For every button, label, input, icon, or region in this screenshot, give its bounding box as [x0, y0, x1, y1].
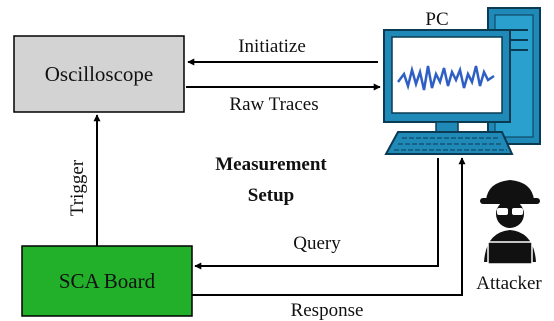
raw-traces-label: Raw Traces [229, 94, 318, 115]
center-title: Measurement Setup [215, 154, 327, 206]
attacker-label: Attacker [476, 273, 542, 294]
pc-label: PC [425, 9, 448, 30]
oscilloscope-label: Oscilloscope [45, 62, 153, 86]
pc-icon: PC [383, 7, 541, 155]
center-title-line2: Setup [248, 185, 294, 206]
response-edge: Response [192, 157, 466, 321]
query-label: Query [293, 233, 341, 254]
attacker-icon: Attacker [476, 180, 542, 294]
initialize-edge: Initiatize [187, 36, 378, 66]
sca-board-node: SCA Board [21, 245, 193, 317]
sca-board-label: SCA Board [59, 269, 156, 293]
trigger-label: Trigger [67, 159, 88, 216]
query-edge: Query [194, 158, 439, 270]
response-label: Response [291, 300, 364, 321]
trigger-edge: Trigger [67, 114, 101, 246]
center-title-line1: Measurement [215, 154, 327, 175]
initialize-label: Initiatize [238, 36, 306, 57]
raw-traces-edge: Raw Traces [186, 83, 381, 115]
oscilloscope-node: Oscilloscope [13, 35, 185, 113]
